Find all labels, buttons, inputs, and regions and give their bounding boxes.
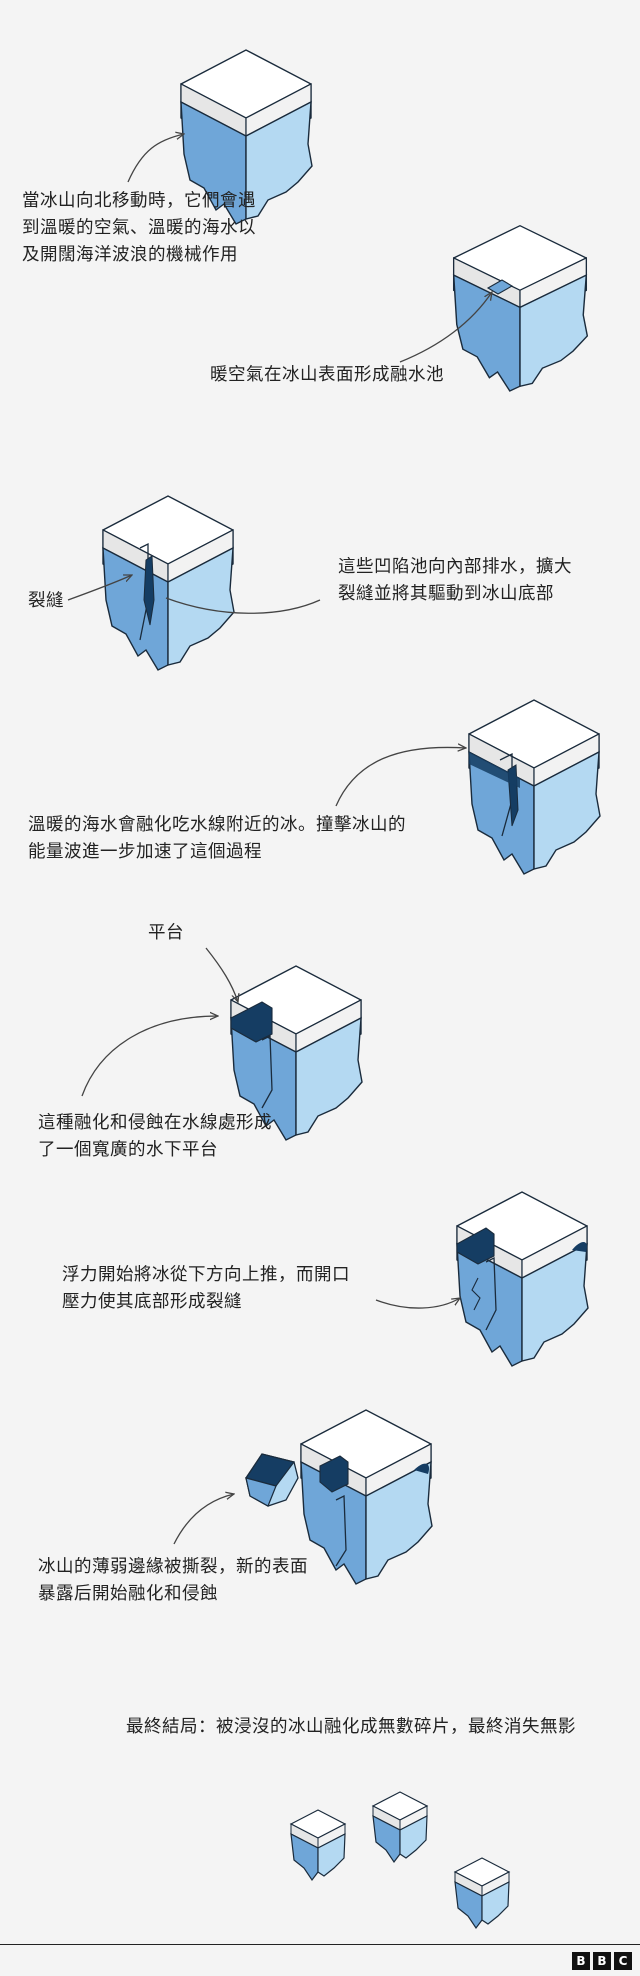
caption-step5: 這種融化和侵蝕在水線處形成 了一個寬廣的水下平台 xyxy=(38,1113,272,1160)
arrow-platform-label xyxy=(205,947,238,1002)
fragment-3 xyxy=(454,1857,510,1929)
arrow-step6 xyxy=(375,1298,460,1309)
caption-step8: 最終結局：被浸沒的冰山融化成無數碎片，最終消失無影 xyxy=(126,1717,576,1737)
label-crack: 裂縫 xyxy=(28,591,64,611)
iceberg-step5 xyxy=(230,965,363,1141)
iceberg-step7 xyxy=(300,1409,433,1585)
label-platform: 平台 xyxy=(148,923,184,943)
fragment-2 xyxy=(372,1791,428,1863)
iceberg-step6 xyxy=(456,1191,589,1367)
bbc-logo: B B C xyxy=(572,1952,632,1970)
caption-step1: 當冰山向北移動時，它們會遇 到溫暖的空氣、溫暖的海水以 及開闊海洋波浪的機械作用 xyxy=(22,191,256,265)
arrow-step5 xyxy=(81,1016,218,1097)
iceberg-step3 xyxy=(102,495,235,671)
caption-step3: 這些凹陷池向內部排水，擴大 裂縫並將其驅動到冰山底部 xyxy=(338,557,572,604)
iceberg-step2 xyxy=(452,224,589,392)
arrow-step2 xyxy=(399,292,492,363)
caption-step7: 冰山的薄弱邊緣被撕裂，新的表面 暴露后開始融化和侵蝕 xyxy=(38,1557,308,1604)
arrow-step7 xyxy=(173,1494,234,1545)
fragment-1 xyxy=(290,1809,346,1881)
caption-step4: 溫暖的海水會融化吃水線附近的冰。撞擊冰山的 能量波進一步加速了這個過程 xyxy=(28,815,406,862)
arrow-step4 xyxy=(335,747,466,807)
logo-letter: C xyxy=(614,1952,632,1970)
logo-letter: B xyxy=(593,1952,611,1970)
arrow-step1 xyxy=(127,134,184,183)
footer-divider xyxy=(0,1944,640,1945)
arrow-crack-label xyxy=(67,575,132,601)
ice-fragment-step7 xyxy=(245,1453,299,1507)
caption-step2: 暖空氣在冰山表面形成融水池 xyxy=(210,365,444,385)
caption-step6: 浮力開始將冰從下方向上推，而開口 壓力使其底部形成裂縫 xyxy=(62,1265,350,1312)
iceberg-step4 xyxy=(468,699,601,875)
logo-letter: B xyxy=(572,1952,590,1970)
arrow-step3 xyxy=(165,597,321,614)
